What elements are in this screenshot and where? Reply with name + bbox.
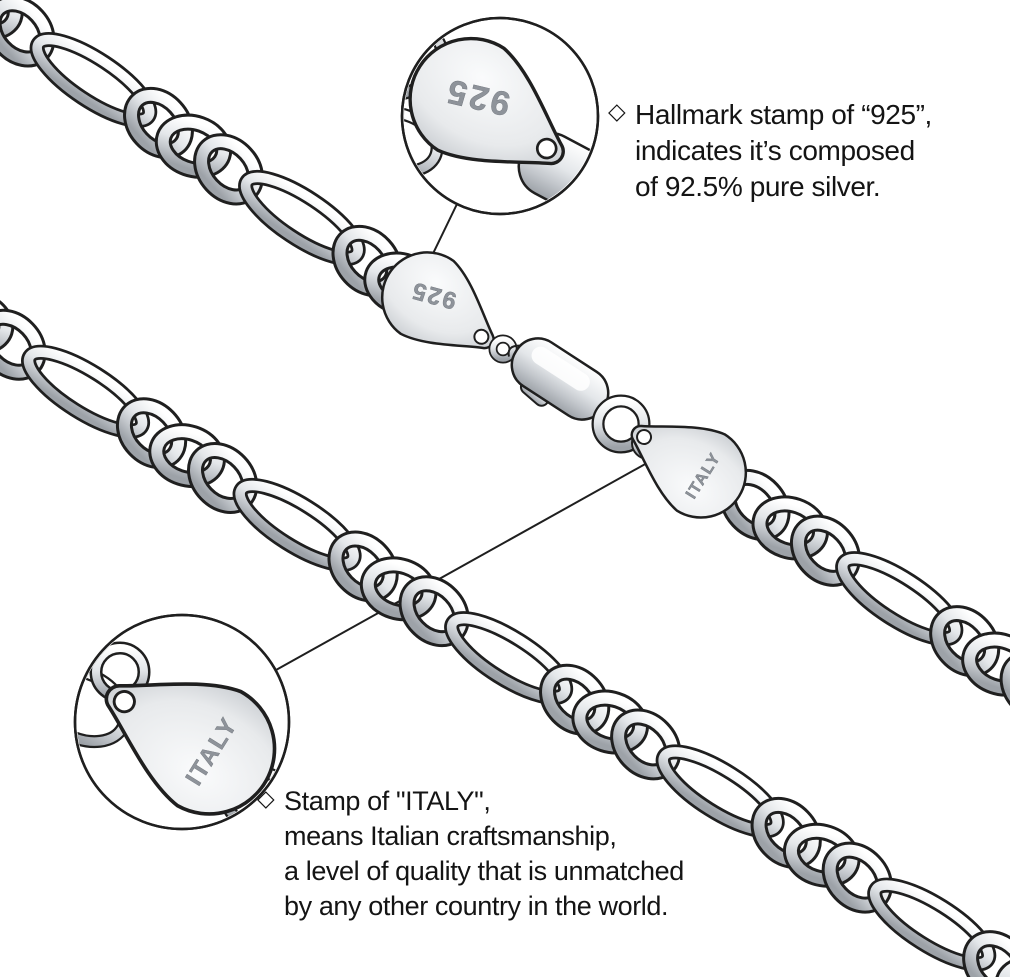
small-connector-ring-highlight: [490, 336, 516, 362]
magnifier-circle-925: 925: [400, 16, 600, 216]
annotation-hallmark-line-1: Hallmark stamp of “925”,: [635, 99, 932, 130]
annotation-stamp-italy: ◇ Stamp of "ITALY", means Italian crafts…: [257, 784, 684, 924]
connector-ring-highlight: [593, 396, 649, 452]
annotation-italy-line-3: a level of quality that is unmatched: [284, 856, 684, 886]
annotation-hallmark-line-2: indicates it’s composed: [635, 135, 915, 166]
annotation-hallmark-line-3: of 92.5% pure silver.: [635, 171, 881, 202]
clasp-hook-line: [507, 344, 520, 357]
hallmark-tag: 925: [363, 233, 520, 383]
annotation-italy-line-2: means Italian craftsmanship,: [284, 821, 617, 851]
clasp-assembly: 925 ITALY: [363, 233, 765, 536]
annotation-italy-line-1: Stamp of "ITALY",: [284, 786, 491, 816]
annotation-hallmark-925: ◇ Hallmark stamp of “925”, indicates it’…: [608, 97, 932, 205]
diamond-bullet-icon: ◇: [257, 786, 275, 812]
diamond-bullet-icon: ◇: [608, 99, 626, 125]
callout-line-italy: [275, 457, 657, 671]
magnifier-circle-italy: ITALY: [73, 613, 291, 831]
clasp-highlight: [531, 346, 590, 391]
lobster-clasp: [507, 337, 610, 421]
annotation-italy-line-4: by any other country in the world.: [284, 891, 669, 921]
magnifier-italy-border: [73, 613, 291, 831]
magnifier-925-border: [400, 16, 600, 216]
italy-tag: ITALY: [608, 390, 765, 536]
